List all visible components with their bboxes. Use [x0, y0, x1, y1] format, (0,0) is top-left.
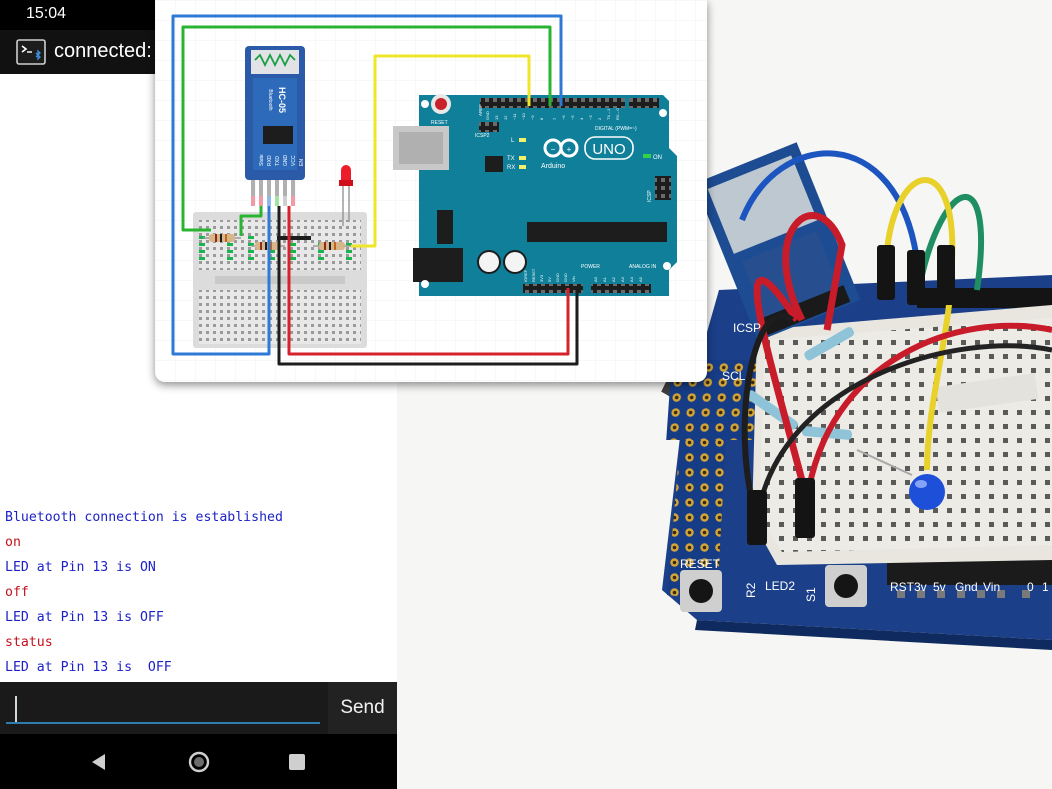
hc05-label: HC-05 [277, 87, 287, 113]
uno-pin-6: ~6 [561, 115, 566, 120]
photo-label-scl: SCL [722, 369, 746, 383]
hc05-pin-rxd: RXD [267, 155, 273, 166]
uno-pin-aref: AREF [478, 104, 483, 116]
photo-label-reset: RESET [680, 557, 721, 571]
uno-pin-reset: RESET [531, 268, 536, 282]
uno-icsp-label: ICSP [647, 190, 653, 202]
uno-reset-label: RESET [431, 120, 448, 126]
photo-label-1: 1 [1042, 580, 1049, 594]
photo-label-s1: S1 [804, 587, 818, 602]
uno-pin-0: RX←0 [615, 107, 620, 120]
console-line: off [5, 585, 29, 600]
uno-pin-a2: A2 [611, 276, 616, 282]
uno-pin-vin: Vin [571, 276, 576, 282]
uno-pin-a0: A0 [593, 276, 598, 282]
wiring-diagram-svg: HC-05 Bluetooth State RXD TXD GND VCC EN [155, 0, 707, 382]
photo-label-r2: R2 [744, 582, 758, 598]
uno-led-tx: TX [507, 156, 515, 162]
hc05-pin-gnd: GND [283, 155, 289, 167]
recents-icon[interactable] [285, 750, 309, 774]
photo-label-0: 0 [1027, 580, 1034, 594]
console-line: LED at Pin 13 is OFF [5, 610, 164, 625]
terminal-bluetooth-icon[interactable] [16, 39, 46, 65]
uno-pin-11: ~11 [512, 113, 517, 120]
photo-label-vin: Vin [983, 580, 1000, 594]
uno-pin-3: ~3 [588, 115, 593, 120]
uno-power-label: POWER [581, 264, 600, 270]
uno-pin-2: 2 [597, 117, 602, 120]
app-title: connected: [54, 40, 152, 62]
photo-label-3v: 3v [914, 580, 927, 594]
console-line: LED at Pin 13 is OFF [5, 660, 172, 675]
navigation-bar [0, 734, 397, 789]
uno-pin-a5: A5 [638, 276, 643, 282]
hardware-photo: RESET LED2 R2 S1 RST 3v 5v Gnd Vin 0 1 I… [397, 0, 1052, 789]
message-input[interactable] [6, 688, 320, 724]
uno-pin-8: 8 [539, 117, 544, 120]
uno-pin-3v3: 3V3 [539, 274, 544, 282]
photo-label-gnd: Gnd [955, 580, 978, 594]
hc05-pin-vcc: VCC [291, 155, 297, 166]
home-icon[interactable] [187, 750, 211, 774]
console-line: on [5, 535, 21, 550]
uno-analog-label: ANALOG IN [629, 264, 657, 270]
uno-pin-gnd2: GND [563, 273, 568, 282]
uno-pin-a3: A3 [620, 276, 625, 282]
uno-brand: Arduino [541, 163, 565, 170]
uno-digital-label: DIGITAL (PWM=~) [595, 126, 637, 132]
uno-pin-a1: A1 [602, 276, 607, 282]
hc05-pin-txd: TXD [275, 156, 281, 166]
status-time: 15:04 [26, 5, 67, 22]
photo-label-icsp: ICSP [733, 321, 761, 335]
uno-pin-13: 13 [494, 115, 499, 120]
uno-pin-4: 4 [579, 117, 584, 120]
photo-label-rst: RST [890, 580, 915, 594]
svg-text:−: − [551, 145, 556, 154]
send-button[interactable]: Send [328, 682, 397, 734]
uno-pin-12: 12 [503, 115, 508, 120]
text-cursor [15, 696, 17, 722]
hc05-sublabel: Bluetooth [267, 89, 273, 110]
hc05-pin-en: EN [299, 159, 305, 166]
uno-pin-ioref: IOREF [523, 269, 528, 282]
uno-pin-gnd1: GND [555, 273, 560, 282]
console-line: Bluetooth connection is established [5, 510, 283, 525]
uno-pin-a4: A4 [629, 276, 634, 282]
hc05-pin-state: State [259, 154, 265, 166]
uno-pin-9: ~9 [530, 115, 535, 120]
console-line: status [5, 635, 53, 650]
uno-led-l: L [511, 138, 515, 144]
uno-pin-1: TX→1 [606, 108, 611, 120]
uno-icsp2-label: ICSP2 [475, 133, 490, 139]
uno-led-rx: RX [507, 165, 515, 171]
uno-on-label: ON [653, 155, 662, 161]
uno-pin-5v: 5V [547, 277, 552, 282]
uno-board-name: UNO [592, 141, 625, 158]
photo-label-5v: 5v [933, 580, 946, 594]
uno-pin-10: ~10 [521, 112, 526, 120]
uno-pin-7: 7 [552, 117, 557, 120]
console-line: LED at Pin 13 is ON [5, 560, 156, 575]
input-bar: Send [0, 682, 397, 734]
uno-pin-gnd: GND [485, 111, 490, 120]
uno-pin-5: ~5 [570, 115, 575, 120]
back-icon[interactable] [87, 750, 111, 774]
svg-text:+: + [567, 145, 572, 154]
wiring-diagram: HC-05 Bluetooth State RXD TXD GND VCC EN [155, 0, 707, 382]
photo-label-led2: LED2 [765, 579, 795, 593]
